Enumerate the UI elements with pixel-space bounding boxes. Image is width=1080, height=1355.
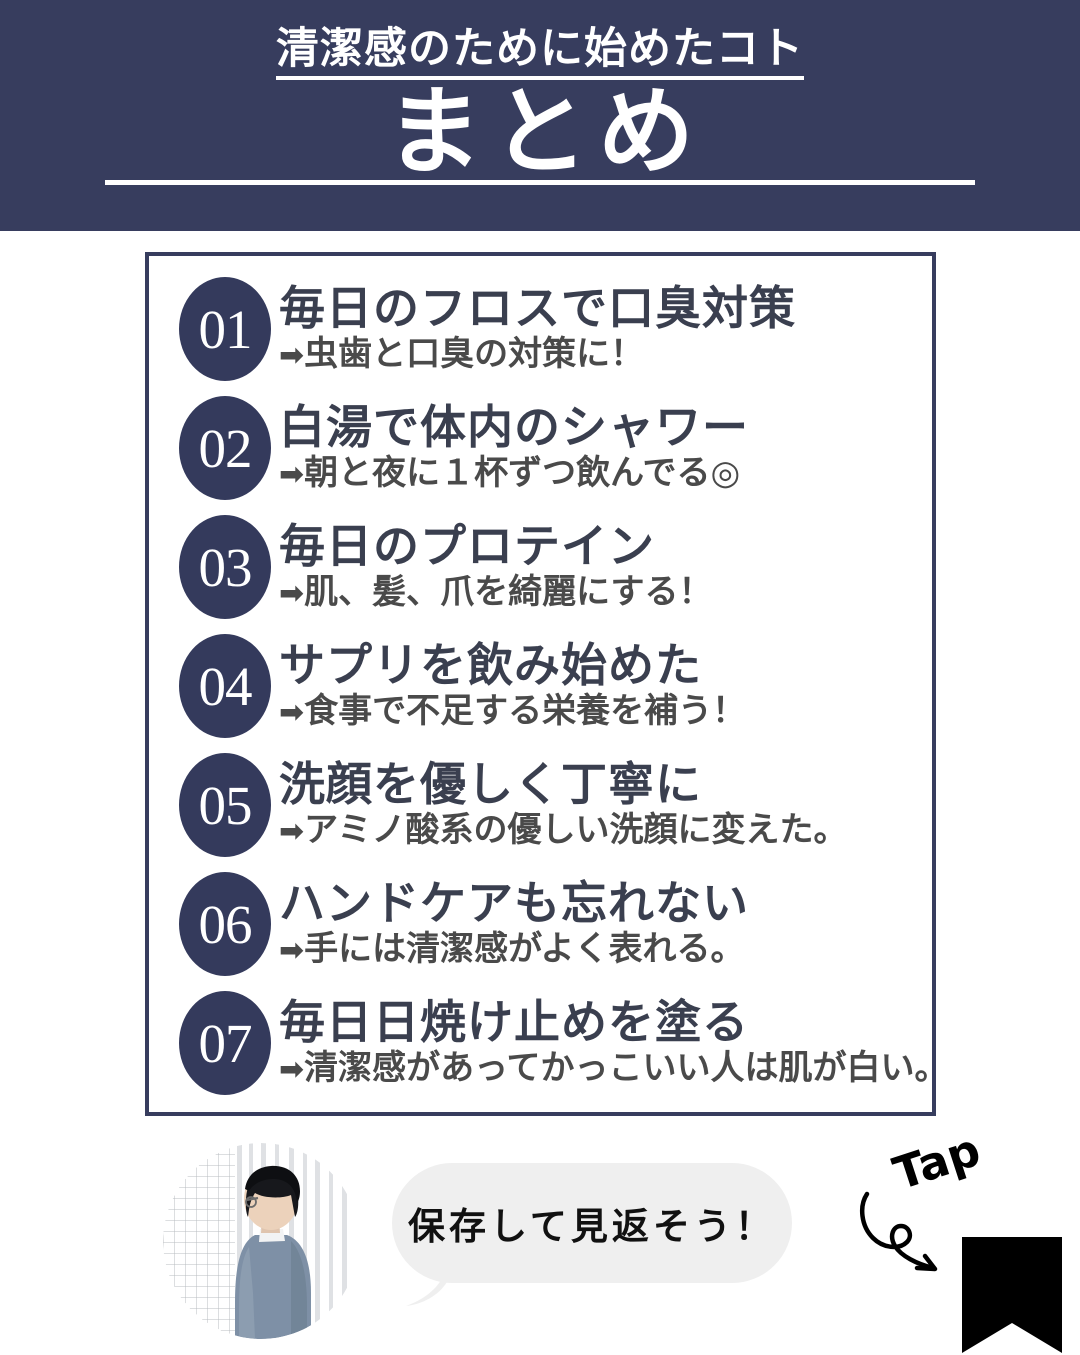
item-number-badge: 02 <box>179 396 271 500</box>
arrow-right-icon: ➡ <box>279 933 305 969</box>
list-item: 05 洗顔を優しく丁寧に ➡アミノ酸系の優しい洗顔に変えた。 <box>149 746 932 864</box>
item-subtitle-text: 朝と夜に１杯ずつ飲んでる◎ <box>304 455 741 493</box>
item-title: ハンドケアも忘れない <box>279 877 749 929</box>
arrow-right-icon: ➡ <box>279 814 305 850</box>
item-text: ハンドケアも忘れない ➡手には清潔感がよく表れる。 <box>279 877 932 970</box>
item-text: 毎日のフロスで口臭対策 ➡虫歯と口臭の対策に！ <box>279 282 932 375</box>
list-item: 03 毎日のプロテイン ➡肌、髪、爪を綺麗にする！ <box>149 508 932 626</box>
item-title: 毎日のプロテイン <box>279 520 655 572</box>
item-subtitle: ➡アミノ酸系の優しい洗顔に変えた。 <box>279 811 932 850</box>
item-number-badge: 05 <box>179 753 271 857</box>
item-title: 毎日日焼け止めを塗る <box>279 996 749 1048</box>
speech-bubble-text: 保存して見返そう！ <box>408 1205 776 1248</box>
item-number-badge: 03 <box>179 515 271 619</box>
item-number-badge: 07 <box>179 991 271 1095</box>
header-banner: 清潔感のために始めたコト まとめ <box>0 0 1080 231</box>
list-container: 01 毎日のフロスで口臭対策 ➡虫歯と口臭の対策に！ 02 白湯で体内のシャワー… <box>145 252 948 1116</box>
list-item: 07 毎日日焼け止めを塗る ➡清潔感があってかっこいい人は肌が白い。 <box>149 984 948 1102</box>
tap-callout: Tap <box>855 1123 1080 1353</box>
curved-arrow-icon <box>859 1191 938 1272</box>
item-number-badge: 06 <box>179 872 271 976</box>
arrow-right-icon: ➡ <box>279 695 305 731</box>
item-text: 毎日のプロテイン ➡肌、髪、爪を綺麗にする！ <box>279 520 932 613</box>
item-text: 洗顔を優しく丁寧に ➡アミノ酸系の優しい洗顔に変えた。 <box>279 758 932 851</box>
bookmark-icon[interactable] <box>960 1235 1064 1355</box>
item-subtitle-text: アミノ酸系の優しい洗顔に変えた。 <box>304 812 848 850</box>
item-subtitle: ➡手には清潔感がよく表れる。 <box>279 930 932 969</box>
item-text: サプリを飲み始めた ➡食事で不足する栄養を補う！ <box>279 639 932 732</box>
arrow-right-icon: ➡ <box>279 576 305 612</box>
page-title: まとめ <box>386 79 704 186</box>
item-subtitle-text: 肌、髪、爪を綺麗にする！ <box>304 574 713 612</box>
arrow-right-icon: ➡ <box>279 457 305 493</box>
item-number-badge: 04 <box>179 634 271 738</box>
arrow-right-icon: ➡ <box>279 338 305 374</box>
list-item: 02 白湯で体内のシャワー ➡朝と夜に１杯ずつ飲んでる◎ <box>149 389 932 507</box>
item-subtitle: ➡清潔感があってかっこいい人は肌が白い。 <box>279 1049 948 1088</box>
item-title: 毎日のフロスで口臭対策 <box>279 282 796 334</box>
item-subtitle: ➡肌、髪、爪を綺麗にする！ <box>279 573 932 612</box>
item-subtitle-text: 清潔感があってかっこいい人は肌が白い。 <box>304 1050 949 1088</box>
item-subtitle: ➡食事で不足する栄養を補う！ <box>279 692 932 731</box>
item-title: 白湯で体内のシャワー <box>279 401 749 453</box>
header-subtitle: 清潔感のために始めたコト <box>0 25 1080 80</box>
speech-bubble-tail <box>406 1262 448 1306</box>
header-divider <box>105 180 975 185</box>
list-item: 01 毎日のフロスで口臭対策 ➡虫歯と口臭の対策に！ <box>149 270 932 388</box>
item-number-badge: 01 <box>179 277 271 381</box>
item-text: 白湯で体内のシャワー ➡朝と夜に１杯ずつ飲んでる◎ <box>279 401 932 494</box>
avatar <box>163 1143 359 1339</box>
item-title: サプリを飲み始めた <box>279 639 702 691</box>
arrow-right-icon: ➡ <box>279 1052 305 1088</box>
list-item: 04 サプリを飲み始めた ➡食事で不足する栄養を補う！ <box>149 627 932 745</box>
item-subtitle-text: 手には清潔感がよく表れる。 <box>304 931 745 969</box>
item-text: 毎日日焼け止めを塗る ➡清潔感があってかっこいい人は肌が白い。 <box>279 996 948 1089</box>
header-subtitle-text: 清潔感のために始めたコト <box>276 26 804 80</box>
avatar-photo <box>163 1143 359 1339</box>
item-subtitle-text: 食事で不足する栄養を補う！ <box>304 693 747 731</box>
item-subtitle: ➡朝と夜に１杯ずつ飲んでる◎ <box>279 454 932 493</box>
list-items: 01 毎日のフロスで口臭対策 ➡虫歯と口臭の対策に！ 02 白湯で体内のシャワー… <box>149 256 948 1112</box>
item-subtitle: ➡虫歯と口臭の対策に！ <box>279 335 932 374</box>
item-subtitle-text: 虫歯と口臭の対策に！ <box>304 336 645 374</box>
item-title: 洗顔を優しく丁寧に <box>279 758 702 810</box>
list-item: 06 ハンドケアも忘れない ➡手には清潔感がよく表れる。 <box>149 865 932 983</box>
speech-bubble: 保存して見返そう！ <box>392 1163 792 1283</box>
